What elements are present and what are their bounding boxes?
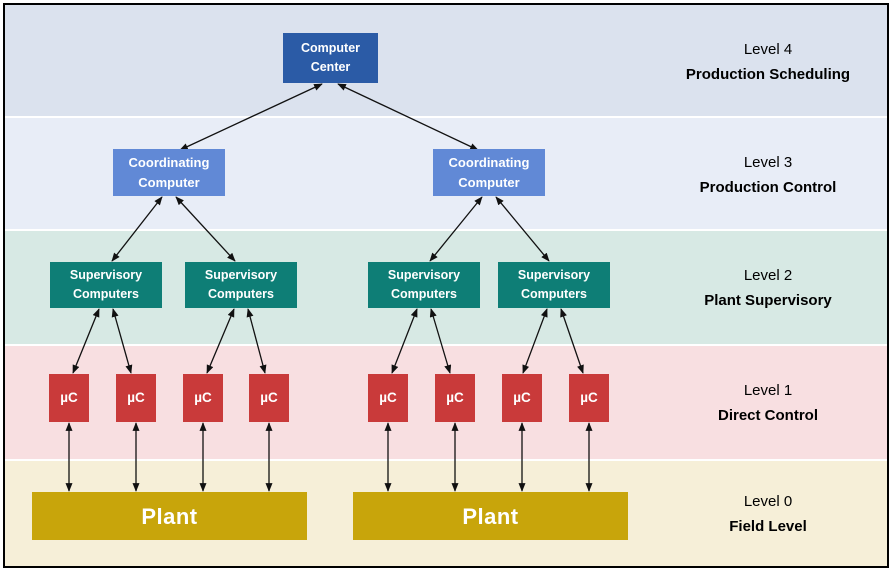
node-plant-right: Plant: [353, 492, 628, 540]
node-coordinating-computer-right: Coordinating Computer: [433, 149, 545, 196]
level-number: Level 1: [743, 382, 793, 399]
edge-sup1-mc1: [72, 308, 100, 374]
level-name: Field Level: [729, 518, 807, 535]
node-supervisory-computers-2: Supervisory Computers: [185, 262, 297, 308]
edge-sup1-mc2: [111, 308, 133, 374]
edge-sup2-mc3: [206, 308, 235, 374]
node-microcontroller-8: µC: [569, 374, 609, 422]
level-label-3: Level 3 Production Control: [648, 150, 888, 200]
level-label-4: Level 4 Production Scheduling: [648, 37, 888, 87]
node-microcontroller-2: µC: [116, 374, 156, 422]
node-microcontroller-5: µC: [368, 374, 408, 422]
node-supervisory-computers-1: Supervisory Computers: [50, 262, 162, 308]
edge-sup2-mc4: [246, 308, 267, 374]
level-label-2: Level 2 Plant Supervisory: [648, 263, 888, 313]
level-number: Level 0: [743, 493, 793, 510]
level-number: Level 3: [743, 154, 793, 171]
edge-coordR-sup4: [495, 196, 550, 262]
edge-coordR-sup3: [429, 196, 483, 262]
node-microcontroller-6: µC: [435, 374, 475, 422]
level-label-1: Level 1 Direct Control: [648, 378, 888, 428]
node-supervisory-computers-3: Supervisory Computers: [368, 262, 480, 308]
level-name: Plant Supervisory: [704, 292, 832, 309]
edge-sup3-mc6: [429, 308, 452, 374]
node-coordinating-computer-left: Coordinating Computer: [113, 149, 225, 196]
edge-sup4-mc8: [560, 308, 584, 374]
node-supervisory-computers-4: Supervisory Computers: [498, 262, 610, 308]
node-microcontroller-4: µC: [249, 374, 289, 422]
edge-sup4-mc7: [522, 308, 548, 374]
edge-coordL-sup1: [111, 196, 163, 262]
node-plant-left: Plant: [32, 492, 307, 540]
node-microcontroller-7: µC: [502, 374, 542, 422]
edge-center-coord-right: [337, 83, 479, 151]
edge-center-coord-left: [179, 83, 323, 151]
level-name: Production Control: [699, 179, 837, 196]
edge-sup3-mc5: [391, 308, 418, 374]
node-computer-center: Computer Center: [283, 33, 378, 83]
edge-coordL-sup2: [175, 196, 236, 262]
level-name: Production Scheduling: [685, 66, 851, 83]
node-microcontroller-3: µC: [183, 374, 223, 422]
node-microcontroller-1: µC: [49, 374, 89, 422]
level-number: Level 2: [743, 267, 793, 284]
level-name: Direct Control: [717, 407, 818, 424]
level-number: Level 4: [743, 41, 793, 58]
level-label-0: Level 0 Field Level: [648, 489, 888, 539]
